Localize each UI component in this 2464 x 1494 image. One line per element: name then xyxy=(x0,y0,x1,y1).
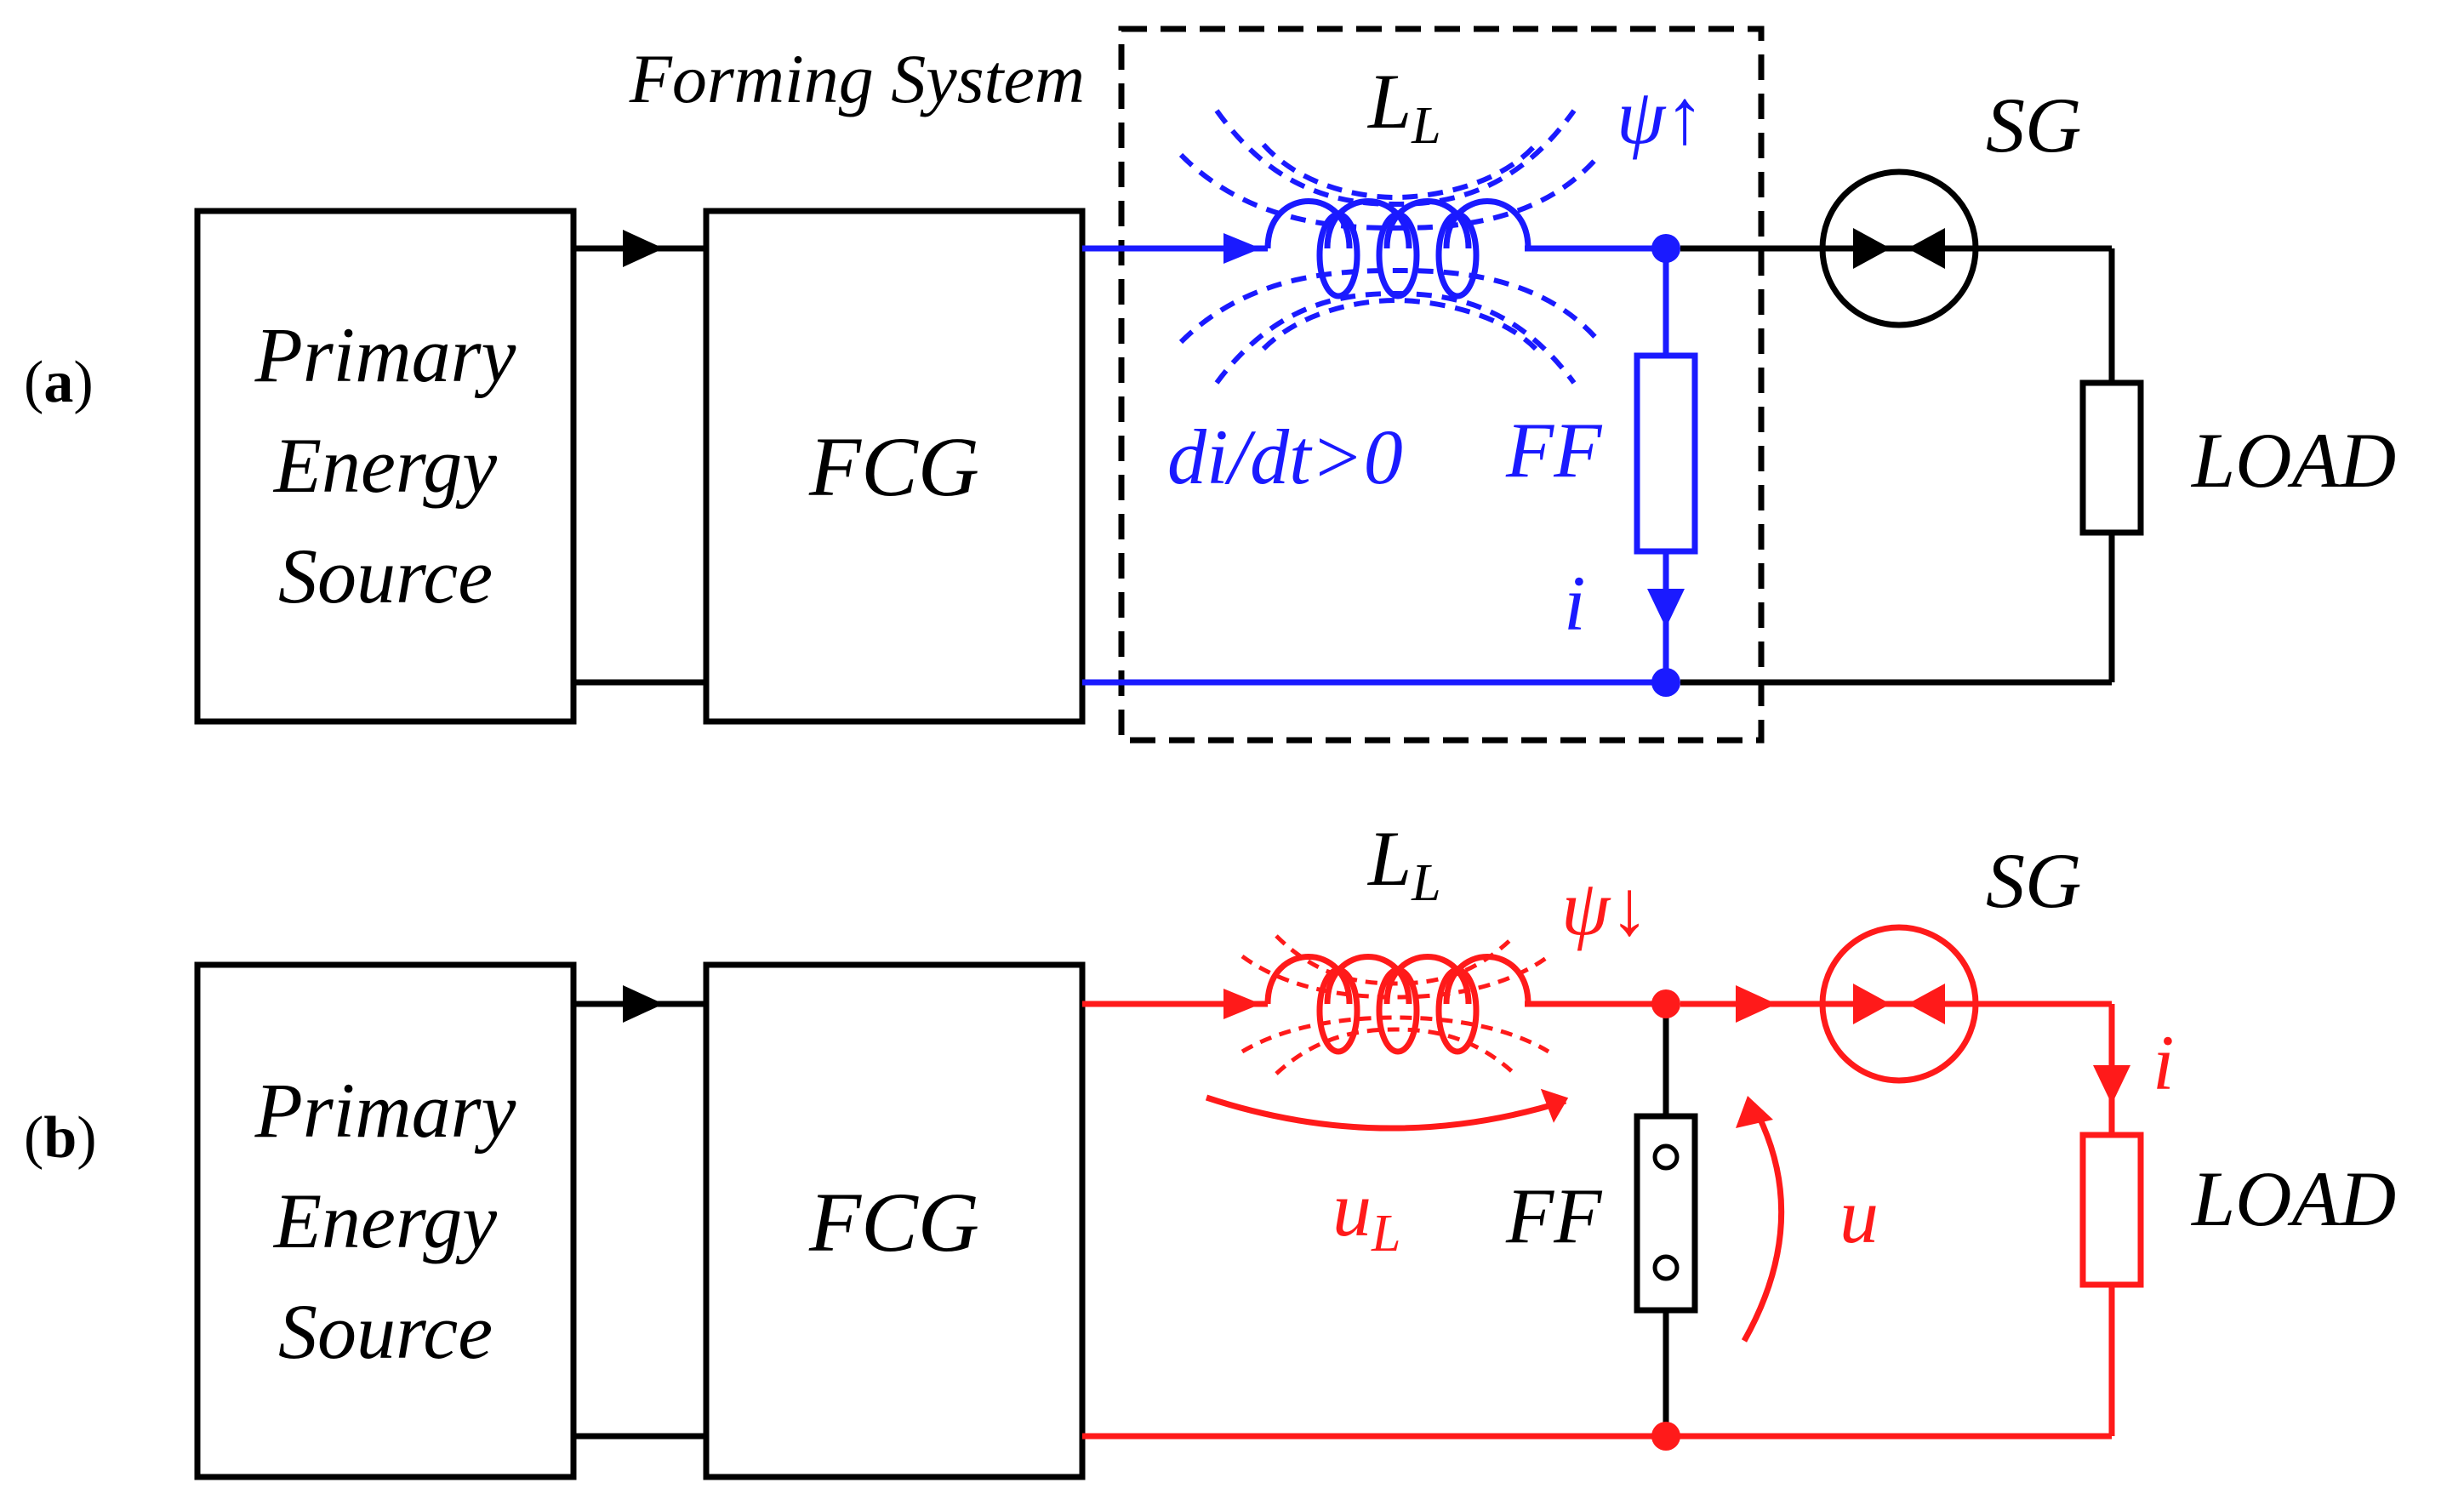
current-arrow-a xyxy=(1647,589,1685,628)
ff-label-b: FF xyxy=(1505,1172,1602,1259)
node-sg-arrow-b xyxy=(1736,985,1777,1023)
panel-b-tag: (b) xyxy=(24,1105,97,1171)
fcg-label-b: FCG xyxy=(808,1175,979,1269)
sg-arrow-left-a xyxy=(1853,228,1891,269)
sg-label-b: SG xyxy=(1986,837,2081,924)
source-label-line-1-b: Primary xyxy=(254,1067,516,1154)
load-current-arrow-b xyxy=(2093,1065,2130,1104)
flux-lines-a xyxy=(1178,109,1602,385)
flux-increase-label: ψ↑ xyxy=(1617,73,1704,160)
flux-decrease-label: ψ↓ xyxy=(1561,864,1649,951)
fcg-block-a xyxy=(703,208,1086,725)
ul-voltage-arrow xyxy=(1205,1094,1567,1132)
ul-label: uL xyxy=(1332,1166,1400,1263)
ff-label-a: FF xyxy=(1505,407,1602,493)
current-label-a: i xyxy=(1564,560,1586,647)
source-label-line-3-a: Source xyxy=(278,533,493,619)
inductor-coil-b xyxy=(1264,954,1531,1055)
top-node-a xyxy=(1651,234,1680,263)
current-label-b: i xyxy=(2153,1019,2175,1106)
sg-arrow-right-b xyxy=(1908,984,1945,1024)
fcg-block-b xyxy=(703,961,1086,1480)
top-node-b xyxy=(1651,989,1680,1018)
forming-system-label: Forming System xyxy=(629,40,1085,117)
panel-a-tag: (a) xyxy=(24,350,94,415)
ff-fuse-a xyxy=(1634,352,1698,555)
sg-arrow-left-b xyxy=(1853,984,1891,1024)
inductor-label-b: LL xyxy=(1366,815,1441,912)
primary-energy-source-block-b xyxy=(194,961,577,1480)
flux-lines-b xyxy=(1241,934,1550,1075)
ff-contact-top xyxy=(1652,1143,1680,1171)
source-label-line-2-b: Energy xyxy=(272,1178,497,1264)
forming-system-box xyxy=(1118,26,1765,744)
source-label-line-3-b: Source xyxy=(278,1288,493,1375)
fcg-label-a: FCG xyxy=(808,419,979,514)
bottom-node-b xyxy=(1651,1422,1680,1451)
source-label-line-1-a: Primary xyxy=(254,311,516,398)
u-voltage-arrow xyxy=(1741,1103,1785,1343)
source-fcg-arrow-a xyxy=(623,230,664,267)
inductor-coil-a xyxy=(1264,198,1531,299)
source-fcg-arrow-b xyxy=(623,985,664,1023)
load-resistor-a xyxy=(2079,379,2144,536)
sg-label-a: SG xyxy=(1986,82,2081,168)
inductor-label-a: LL xyxy=(1366,58,1441,155)
load-label-a: LOAD xyxy=(2190,417,2396,504)
didt-label: di/dt>0 xyxy=(1167,413,1403,500)
u-label: u xyxy=(1839,1172,1879,1259)
source-label-line-2-a: Energy xyxy=(272,422,497,509)
sg-arrow-right-a xyxy=(1908,228,1945,269)
load-label-b: LOAD xyxy=(2190,1155,2396,1242)
panel-b: (b) Primary Energy Source FCG LL xyxy=(24,815,2396,1480)
load-resistor-b xyxy=(2079,1132,2144,1288)
primary-energy-source-block-a xyxy=(194,208,577,725)
ff-contact-bottom xyxy=(1652,1254,1680,1281)
panel-a: (a) Forming System Primary Energy Source… xyxy=(24,26,2396,744)
